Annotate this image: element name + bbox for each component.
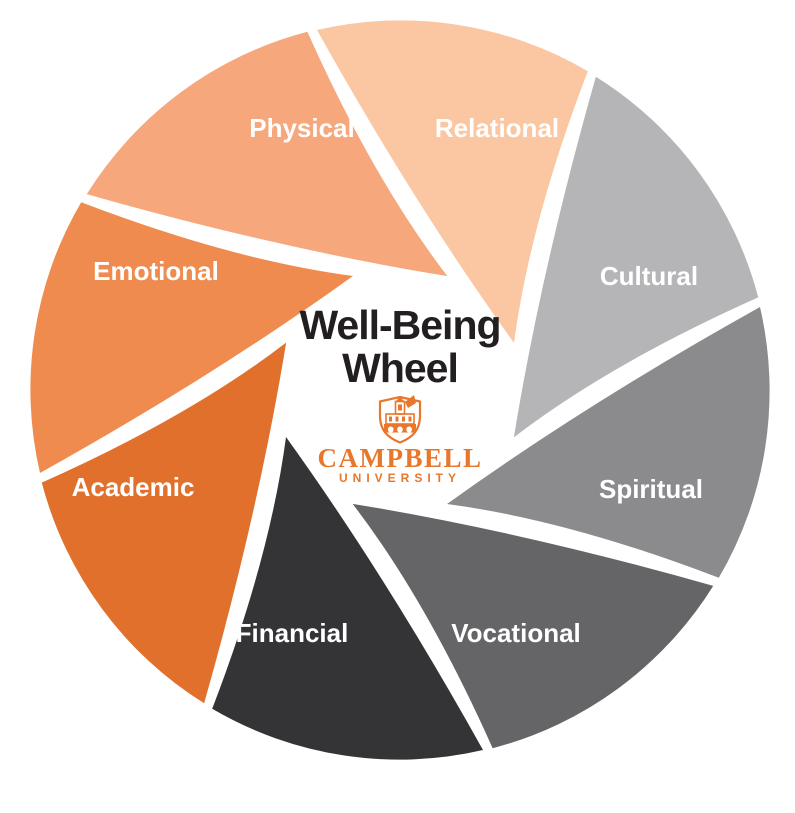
segment-label-cultural: Cultural — [600, 261, 698, 291]
tower-roof — [395, 396, 405, 402]
shield-outline — [378, 395, 422, 444]
wheel-blades — [30, 20, 770, 760]
wheel-segment-cultural — [513, 76, 759, 438]
wheel-title-line1: Well-Being — [299, 302, 500, 348]
segment-label-physical: Physical — [249, 113, 355, 143]
arch — [397, 426, 403, 433]
segment-label-emotional: Emotional — [93, 256, 219, 286]
wheel-segment-emotional — [30, 202, 353, 473]
wheel-segment-academic — [41, 342, 287, 704]
hall-window — [402, 416, 405, 422]
hall-window — [389, 416, 392, 422]
segment-label-financial: Financial — [236, 618, 349, 648]
wheel-segment-financial — [212, 437, 483, 760]
campbell-university-subtitle: UNIVERSITY — [339, 471, 461, 485]
segment-label-relational: Relational — [435, 113, 559, 143]
tower-window — [398, 404, 402, 411]
shield-banner — [405, 395, 416, 408]
wheel-segment-relational — [317, 20, 588, 343]
wheel-segment-physical — [86, 31, 448, 277]
wheel-title-line2: Wheel — [342, 345, 458, 391]
arch — [406, 426, 412, 433]
segment-label-spiritual: Spiritual — [599, 474, 703, 504]
segment-label-academic: Academic — [72, 472, 195, 502]
wheel-segment-spiritual — [447, 307, 770, 578]
wheel-segment-vocational — [352, 503, 714, 749]
campbell-shield-icon — [378, 395, 422, 444]
campbell-wordmark: CAMPBELL — [317, 443, 482, 473]
arch — [388, 426, 394, 433]
segment-label-vocational: Vocational — [451, 618, 581, 648]
hall-window — [395, 416, 399, 422]
wheel-center: Well-Being Wheel CAMPBELL UNIVERS — [299, 302, 501, 485]
hall-window — [408, 416, 412, 422]
